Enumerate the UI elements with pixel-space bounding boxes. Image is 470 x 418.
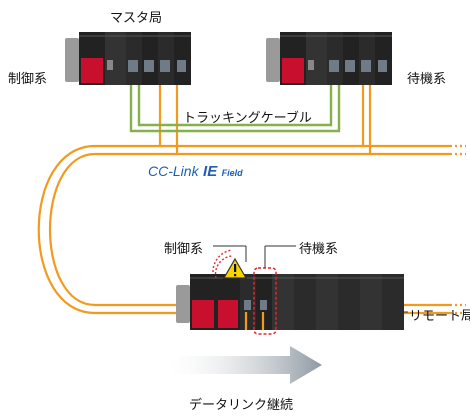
plc-remote-station	[176, 274, 404, 330]
control-system-label: 制御系	[8, 72, 48, 87]
warning-icon	[212, 249, 248, 279]
remote-standby-system-label: 待機系	[299, 242, 339, 257]
tracking-cable-label: トラッキングケーブル	[183, 111, 312, 126]
logo-field: Field	[221, 168, 243, 178]
remote-station-label: リモート局	[409, 309, 470, 324]
plc-standby-system	[266, 32, 392, 85]
cable-continuation-dots	[450, 144, 466, 315]
tracking-cable	[129, 78, 341, 133]
cc-link-ie-field-logo: CC-Link IE Field	[148, 163, 243, 181]
standby-system-label: 待機系	[407, 72, 447, 87]
logo-cc-link: CC-Link	[148, 163, 199, 179]
master-station-label: マスタ局	[110, 11, 163, 26]
remote-control-system-label: 制御系	[164, 242, 204, 257]
plc-control-system	[65, 32, 191, 85]
data-link-arrow	[170, 346, 322, 384]
logo-ie: IE	[203, 163, 218, 180]
leader-lines	[213, 245, 408, 313]
remote-drop-lines	[244, 312, 265, 330]
data-link-continuation-label: データリンク継続	[189, 398, 294, 413]
network-drop-lines	[158, 78, 372, 154]
network-cable	[37, 144, 450, 315]
